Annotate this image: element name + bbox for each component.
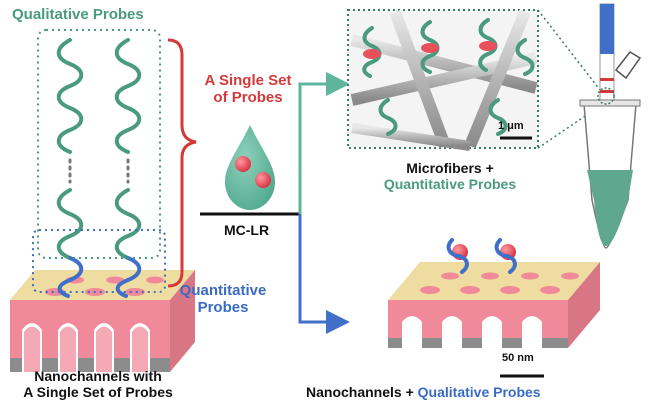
qualitative-region-box <box>37 29 161 259</box>
nanochannels-with-line1: Nanochannels with <box>34 368 162 384</box>
single-set-brace <box>167 38 197 288</box>
nanochannels-with-label: Nanochannels with A Single Set of Probes <box>0 368 196 400</box>
quantitative-region-box <box>32 229 166 293</box>
mc-lr-label: MC-LR <box>224 222 270 238</box>
microfibers-label: Microfibers + Quantitative Probes <box>366 160 534 192</box>
nanochannels-plus-label: Nanochannels + Qualitative Probes <box>306 384 541 400</box>
mc-lr-droplet <box>225 125 275 210</box>
quantitative-probes-label: Quantitative Probes <box>168 282 278 317</box>
qualitative-probes-label: Qualitative Probes <box>12 6 144 23</box>
right-membrane <box>388 238 600 378</box>
single-set-label-line1: A Single Set <box>204 72 292 89</box>
single-set-label: A Single Set of Probes <box>196 72 300 107</box>
single-set-label-line2: of Probes <box>213 89 283 107</box>
microfibers-line2: Quantitative Probes <box>383 176 517 193</box>
zoom-line-top <box>537 9 601 91</box>
scale-bar-um-label: 1 μm <box>498 120 524 132</box>
nanochannels-qualitative-text: Qualitative Probes <box>417 384 541 400</box>
nanochannels-with-line2: A Single Set of Probes <box>23 384 173 401</box>
microfiber-panel <box>347 9 539 151</box>
left-probe-1 <box>56 38 84 298</box>
arrow-to-microfibers <box>298 72 350 214</box>
quantitative-probes-line1: Quantitative <box>179 282 267 299</box>
quantitative-probes-line2: Probes <box>197 299 249 317</box>
left-probe-2 <box>114 38 142 298</box>
arrow-to-nanochannels <box>298 214 350 334</box>
eppendorf-tube <box>579 3 642 249</box>
nanochannels-plus-text: Nanochannels + <box>306 384 418 400</box>
scale-bar-nm-label: 50 nm <box>502 352 534 364</box>
microfibers-line1: Microfibers + <box>406 160 494 176</box>
